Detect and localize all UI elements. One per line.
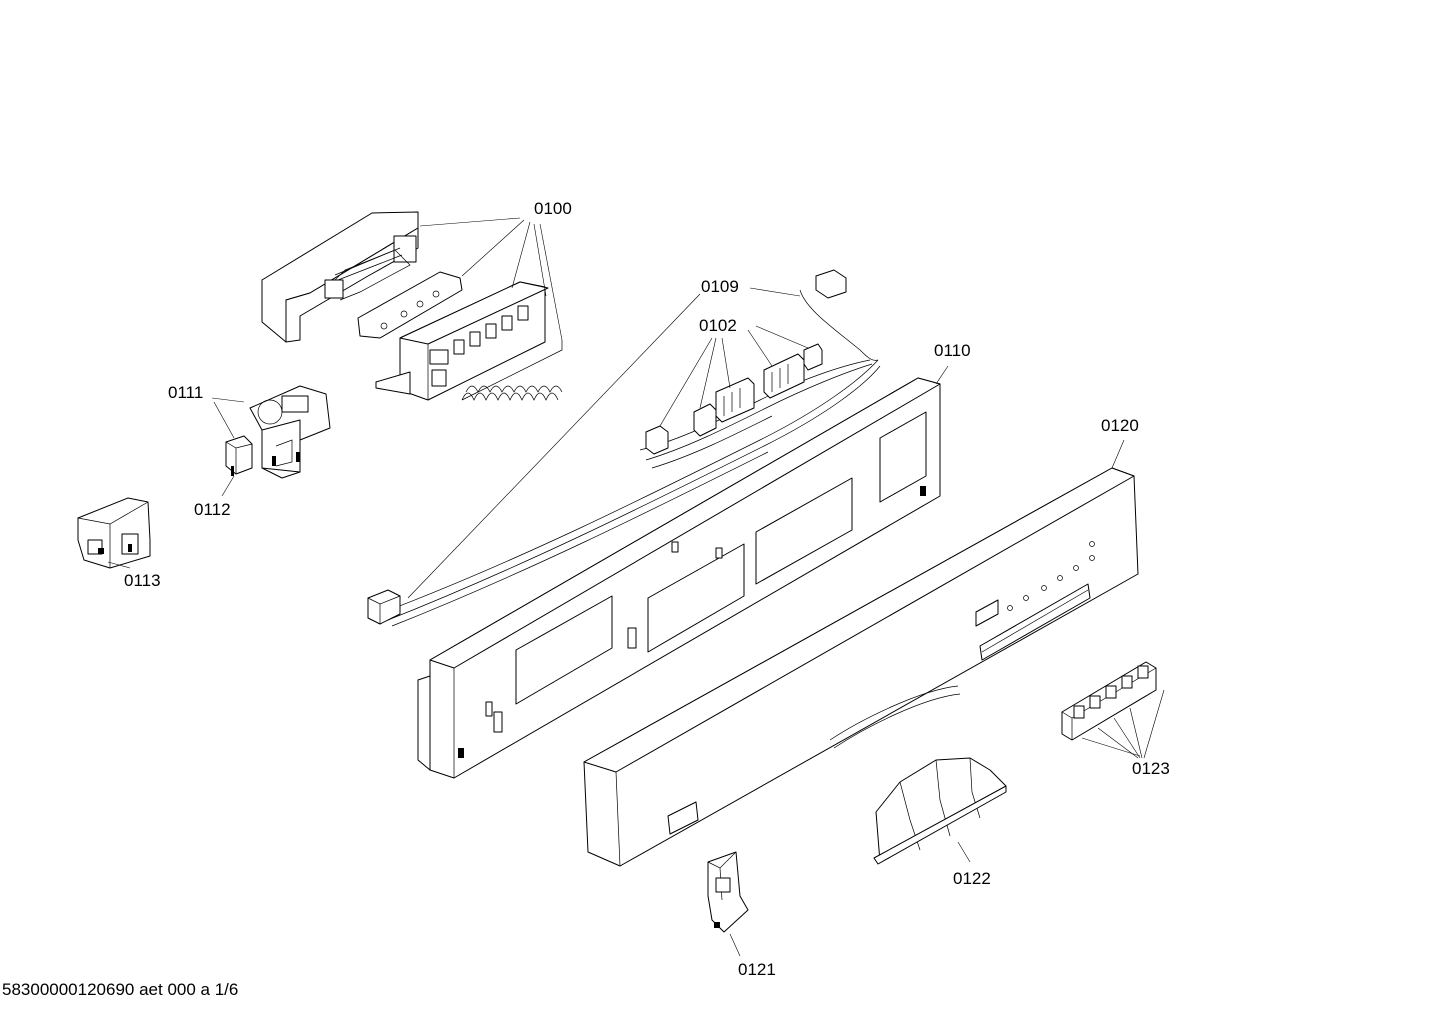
part-0112-relay (225, 435, 253, 476)
part-0113-switch-module (77, 497, 151, 569)
callout-0100: 0100 (534, 199, 572, 218)
callout-0122: 0122 (953, 869, 991, 888)
callout-0102: 0102 (699, 316, 737, 335)
callout-0113: 0113 (124, 571, 161, 590)
callout-0111: 0111 (168, 383, 203, 402)
part-0120-front-fascia (583, 467, 1139, 867)
callout-0123: 0123 (1132, 759, 1170, 778)
part-0102-connectors (639, 343, 873, 469)
part-0123-button-strip (1061, 661, 1157, 741)
part-0111-switch-assembly (249, 385, 331, 479)
part-0121-clip (707, 851, 749, 933)
leader-lines (107, 217, 1165, 957)
callout-0121: 0121 (738, 960, 776, 979)
part-0100-electronic-module (261, 211, 563, 401)
part-0122-door-handle (873, 757, 1007, 865)
callout-0109: 0109 (701, 277, 739, 296)
part-0110-panel-frame (417, 377, 941, 779)
part-0109-cable-harness (367, 269, 881, 627)
callout-0112: 0112 (194, 500, 231, 519)
callout-0110: 0110 (934, 341, 971, 360)
callout-labels: 0100 0109 0102 0110 0111 0112 0113 0120 … (124, 199, 1170, 979)
callout-0120: 0120 (1101, 416, 1139, 435)
drawing-id-footer: 58300000120690 aet 000 a 1/6 (2, 980, 239, 999)
